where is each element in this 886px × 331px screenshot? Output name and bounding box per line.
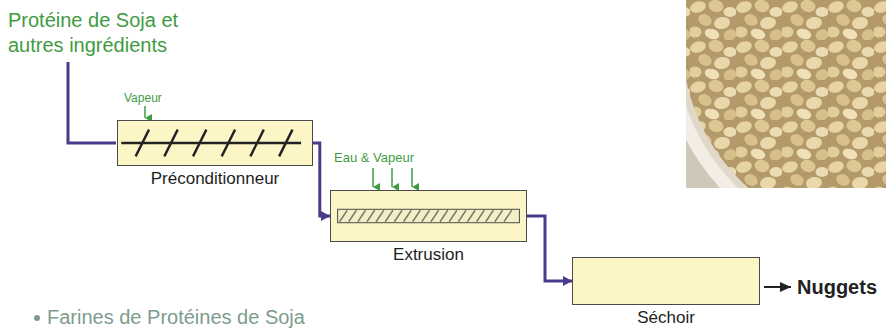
output-label: Nuggets [797,276,877,299]
bullet [34,315,40,321]
input-label: Protéine de Soja et autres ingrédients [8,8,218,58]
steam-label: Vapeur [124,91,162,105]
steam-arrow [391,168,393,187]
flow-connector [527,216,572,281]
input-line [68,62,116,143]
output-arrow [764,286,791,288]
box-label: Séchoir [637,308,695,327]
box-label: Extrusion [393,245,464,264]
steam-arrow [144,106,146,118]
extruder-screw [331,191,526,241]
nuggets-photo [686,0,886,188]
extruder-box: Extrusion [330,190,527,242]
bullet-text: Farines de Protéines de Soja [47,306,305,329]
dryer-box: Séchoir [572,257,760,305]
box-label: Préconditionneur [151,169,280,188]
steam-arrow [411,168,413,187]
mixer-shaft [118,121,312,165]
steam-arrow [372,168,374,187]
preconditioner-box: Préconditionneur [117,120,313,166]
flow-connector [313,143,330,216]
water-steam-label: Eau & Vapeur [334,150,414,165]
